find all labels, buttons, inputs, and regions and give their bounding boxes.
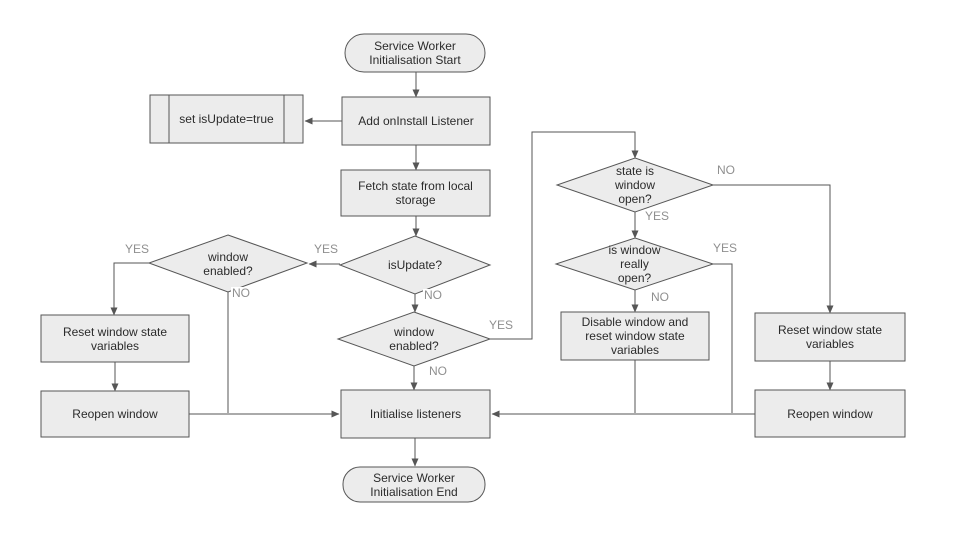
node-state-window-open-label: state is window open? <box>614 164 656 206</box>
edge-label-state-open-yes: YES <box>644 209 671 223</box>
edge-label-really-open-yes: YES <box>712 241 739 255</box>
node-window-really-open-label: is window really open? <box>608 243 661 285</box>
node-reset-left: Reset window state variables <box>41 315 189 362</box>
node-fetch-state: Fetch state from local storage <box>341 170 490 216</box>
node-fetch-state-label: Fetch state from local storage <box>358 179 473 207</box>
node-isupdate-shape <box>338 235 492 295</box>
node-reset-right: Reset window state variables <box>755 313 905 361</box>
node-window-enabled-left-shape <box>147 234 309 293</box>
edge-label-really-open-no: NO <box>650 290 670 304</box>
node-window-really-open-shape <box>554 237 715 291</box>
node-set-isupdate-shape <box>149 94 304 144</box>
node-init-listeners: Initialise listeners <box>341 390 490 438</box>
node-disable-window-shape <box>560 311 710 361</box>
node-window-really-open: is window really open? <box>556 238 713 290</box>
node-add-oninstall: Add onInstall Listener <box>342 97 490 145</box>
node-add-oninstall-label: Add onInstall Listener <box>358 114 474 128</box>
node-state-window-open: state is window open? <box>557 158 713 212</box>
edge-label-left-enabled-yes: YES <box>124 242 151 256</box>
node-set-isupdate: set isUpdate=true <box>150 95 303 143</box>
node-reset-right-label: Reset window state variables <box>777 323 883 351</box>
node-reopen-right: Reopen window <box>755 390 905 437</box>
node-reopen-left-shape <box>40 390 190 438</box>
edge-label-center-enabled-yes: YES <box>488 318 515 332</box>
edge-stateopen-no <box>713 184 834 314</box>
node-reopen-left: Reopen window <box>41 391 189 437</box>
edge-label-state-open-no: NO <box>716 163 736 177</box>
node-disable-window-label: Disable window and reset window state va… <box>581 315 689 357</box>
node-reset-left-shape <box>40 314 190 363</box>
edge-label-left-enabled-no: NO <box>231 286 251 300</box>
edge-centerenabled-yes <box>490 131 639 340</box>
node-end-shape <box>342 466 486 503</box>
edge-label-center-enabled-no: NO <box>428 364 448 378</box>
node-isupdate: isUpdate? <box>340 236 490 294</box>
node-window-enabled-center: window enabled? <box>338 312 490 366</box>
node-start: Service Worker Initialisation Start <box>345 34 485 72</box>
edge-label-isupdate-yes: YES <box>313 242 340 256</box>
node-window-enabled-center-label: window enabled? <box>389 325 439 353</box>
node-add-oninstall-shape <box>341 96 491 146</box>
edge-reallyopen-yes <box>713 263 733 413</box>
node-init-listeners-shape <box>340 389 491 439</box>
node-end-label: Service Worker Initialisation End <box>370 470 458 499</box>
node-window-enabled-center-shape <box>336 311 492 367</box>
node-window-enabled-left-label: window enabled? <box>203 249 253 278</box>
node-disable-window: Disable window and reset window state va… <box>561 312 709 360</box>
node-start-shape <box>344 33 486 73</box>
node-state-window-open-shape <box>555 157 715 213</box>
node-isupdate-label: isUpdate? <box>387 258 443 272</box>
node-window-enabled-left: window enabled? <box>149 235 307 292</box>
node-set-isupdate-label: set isUpdate=true <box>179 112 274 126</box>
edge-label-isupdate-no: NO <box>423 288 443 302</box>
node-reset-right-shape <box>754 312 906 362</box>
node-reopen-right-label: Reopen window <box>787 406 873 421</box>
node-start-label: Service Worker Initialisation Start <box>369 39 461 67</box>
node-reset-left-label: Reset window state variables <box>62 324 168 353</box>
edge-leftenabled-yes <box>110 262 149 316</box>
node-end: Service Worker Initialisation End <box>343 467 485 502</box>
node-reopen-left-label: Reopen window <box>72 407 158 421</box>
node-reopen-right-shape <box>754 389 906 438</box>
node-init-listeners-label: Initialise listeners <box>369 407 462 421</box>
node-fetch-state-shape <box>340 169 491 217</box>
